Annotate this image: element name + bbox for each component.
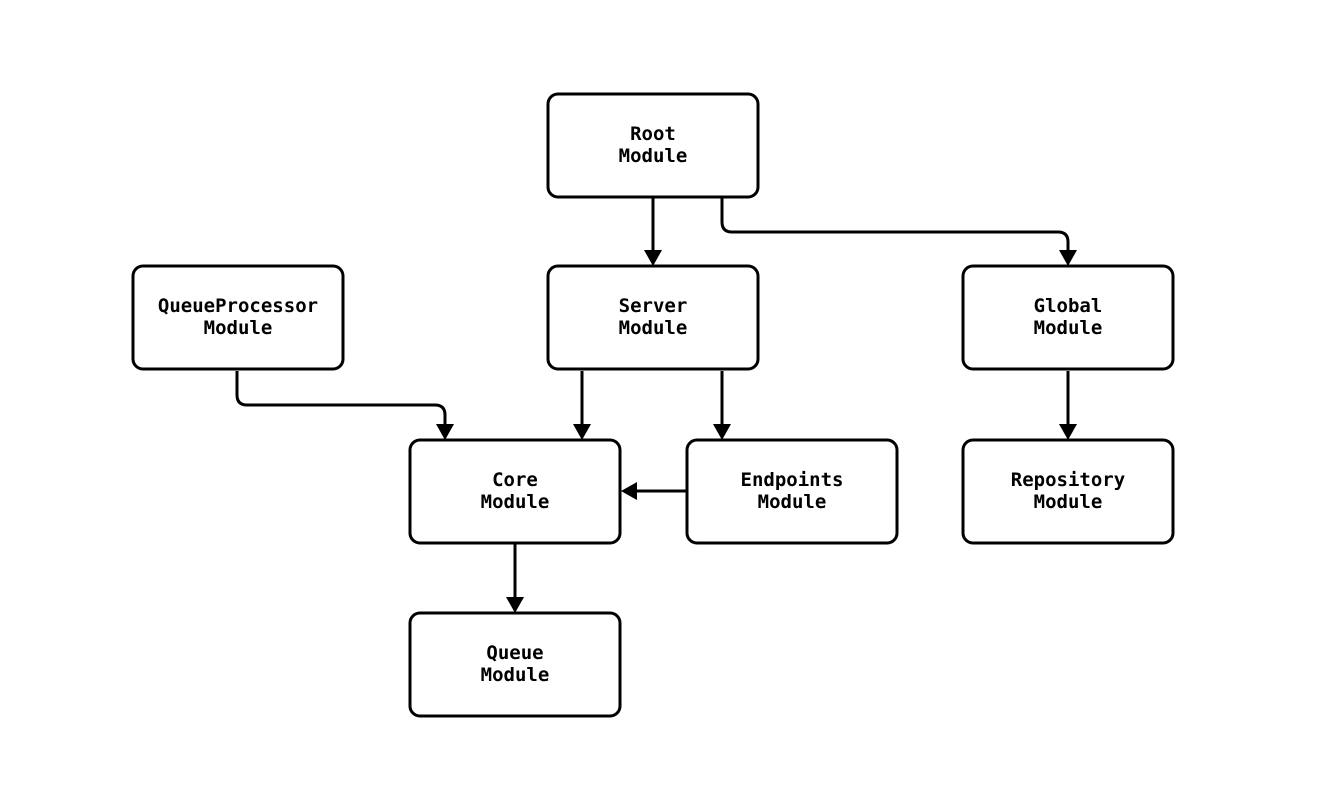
edge-root-to-global-line: [720, 198, 1070, 252]
repository-module-node-label-line1: Repository: [1011, 469, 1125, 491]
edge-server-to-endpoints-arrowhead: [713, 424, 731, 440]
server-module-node-label-line2: Module: [619, 317, 688, 339]
edge-global-to-repository: [1059, 371, 1077, 440]
edge-server-to-core: [573, 371, 591, 440]
edge-queueprocessor-to-core-line: [235, 371, 447, 426]
core-module-node-box[interactable]: [408, 438, 622, 545]
edge-root-to-server-arrowhead: [644, 250, 662, 266]
edge-endpoints-to-core-arrowhead: [621, 482, 637, 500]
queueprocessor-module-node-label-line1: QueueProcessor: [158, 295, 318, 317]
root-module-node-label-line1: Root: [630, 123, 676, 145]
edge-queueprocessor-to-core-arrowhead: [436, 424, 454, 440]
edge-root-to-global-arrowhead: [1059, 250, 1077, 266]
repository-module-node-label-line2: Module: [1034, 491, 1103, 513]
core-module-node-label-line2: Module: [481, 491, 550, 513]
endpoints-module-node-label-line1: Endpoints: [741, 469, 844, 491]
nodes-layer: RootModuleQueueProcessorModuleServerModu…: [131, 92, 1175, 718]
server-module-node-box[interactable]: [546, 264, 760, 371]
core-module-node-label-line1: Core: [492, 469, 538, 491]
global-module-node-label-line2: Module: [1034, 317, 1103, 339]
global-module-node-label-line1: Global: [1034, 295, 1103, 317]
global-module-node-box[interactable]: [961, 264, 1175, 371]
edges-layer: [235, 198, 1077, 613]
queue-module-node-label-line1: Queue: [486, 642, 543, 664]
edge-global-to-repository-arrowhead: [1059, 424, 1077, 440]
repository-module-node-box[interactable]: [961, 438, 1175, 545]
edge-root-to-global: [720, 198, 1077, 266]
edge-endpoints-to-core: [621, 482, 687, 500]
edge-queueprocessor-to-core: [235, 371, 454, 440]
queueprocessor-module-node-label-line2: Module: [204, 317, 273, 339]
root-module-node-box[interactable]: [546, 92, 760, 199]
edge-root-to-server: [644, 198, 662, 266]
queue-module-node-box[interactable]: [408, 611, 622, 718]
edge-server-to-endpoints: [713, 371, 731, 440]
queue-module-node-label-line2: Module: [481, 664, 550, 686]
queueprocessor-module-node-box[interactable]: [131, 264, 345, 371]
server-module-node-label-line1: Server: [619, 295, 688, 317]
endpoints-module-node-box[interactable]: [685, 438, 899, 545]
endpoints-module-node-label-line2: Module: [758, 491, 827, 513]
edge-server-to-core-arrowhead: [573, 424, 591, 440]
edge-core-to-queue-arrowhead: [506, 597, 524, 613]
root-module-node-label-line2: Module: [619, 145, 688, 167]
edge-core-to-queue: [506, 543, 524, 613]
